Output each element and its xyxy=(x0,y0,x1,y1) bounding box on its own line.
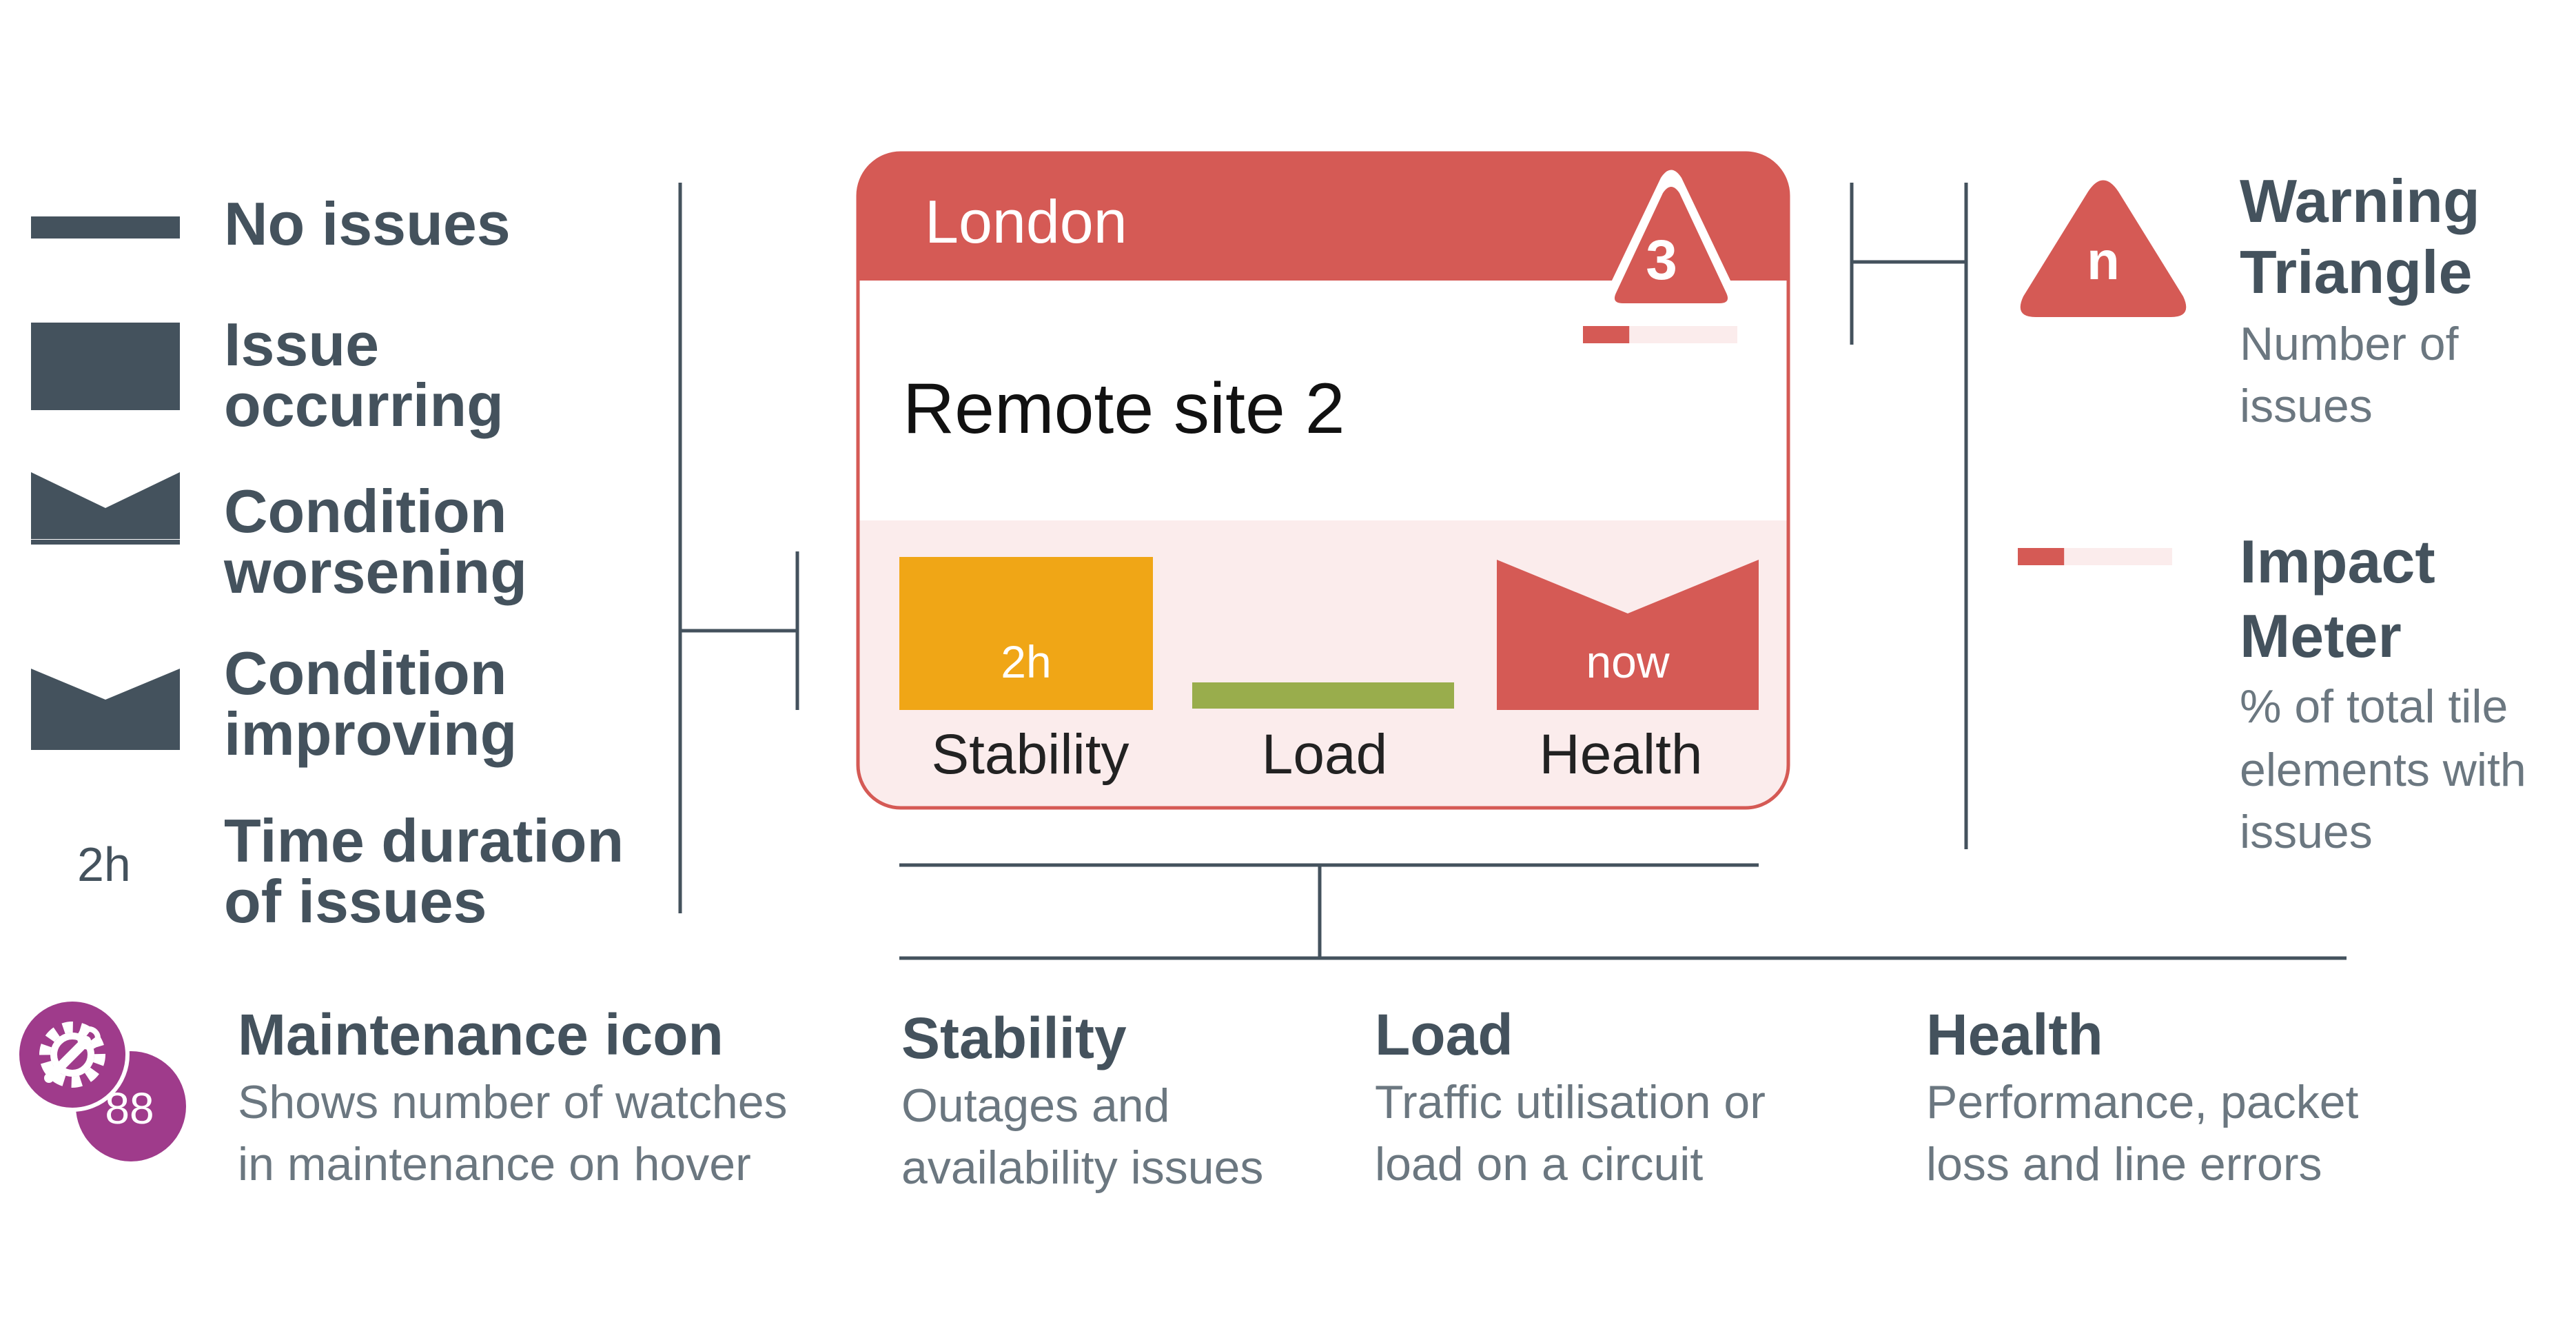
warning-triangle-legend: n Warning Triangle Number of issues xyxy=(2020,167,2480,432)
stability-desc-2: availability issues xyxy=(901,1141,1263,1194)
stability-metric-label: Stability xyxy=(931,723,1129,786)
health-metric-value: now xyxy=(1586,636,1669,687)
warning-desc-1: Number of xyxy=(2240,318,2459,370)
load-title: Load xyxy=(1375,1002,1513,1067)
legend-issue-occurring-label-1: Issue xyxy=(224,310,379,378)
impact-meter-legend: Impact Meter % of total tile elements wi… xyxy=(2018,527,2526,858)
condition-worsening-icon-shape xyxy=(31,540,180,545)
stability-desc-1: Outages and xyxy=(901,1079,1169,1132)
warning-title-2: Triangle xyxy=(2240,238,2472,306)
legend-condition-improving-label-1: Condition xyxy=(224,639,507,707)
stability-metric-bar[interactable] xyxy=(899,557,1153,710)
health-metric-label: Health xyxy=(1539,723,1702,786)
impact-title-1: Impact xyxy=(2240,527,2435,596)
tile-border xyxy=(856,151,1790,810)
maintenance-desc-1: Shows number of watches xyxy=(238,1076,788,1128)
stability-description: Stability Outages and availability issue… xyxy=(901,1006,1263,1194)
condition-improving-icon xyxy=(31,669,180,750)
load-metric-bar[interactable] xyxy=(1192,682,1454,709)
stability-title: Stability xyxy=(901,1006,1127,1070)
load-desc-1: Traffic utilisation or xyxy=(1375,1076,1766,1128)
condition-worsening-icon xyxy=(31,472,180,539)
health-description: Health Performance, packet loss and line… xyxy=(1926,1002,2359,1190)
legend-condition-worsening-label-1: Condition xyxy=(224,477,507,545)
legend-condition-worsening-label-2: worsening xyxy=(223,538,527,606)
legend-time-duration-label-2: of issues xyxy=(224,867,487,935)
maintenance-desc-2: in maintenance on hover xyxy=(238,1138,751,1190)
legend-no-issues-label: No issues xyxy=(224,190,511,258)
tile-impact-meter xyxy=(1583,326,1737,343)
load-metric-label: Load xyxy=(1262,723,1387,786)
warning-desc-2: issues xyxy=(2240,380,2373,432)
bottom-bracket xyxy=(899,863,2347,960)
gear-icon xyxy=(39,1022,105,1088)
right-bracket xyxy=(1850,183,1968,849)
maintenance-legend: 88 Maintenance icon Shows number of watc… xyxy=(15,997,788,1190)
impact-desc-3: issues xyxy=(2240,806,2373,858)
legend: No issues Issue occurring Condition wors… xyxy=(31,190,624,935)
site-tile[interactable]: London 3 Remote site 2 2h now Stability … xyxy=(856,151,1790,810)
impact-title-2: Meter xyxy=(2240,602,2402,670)
tile-impact-meter-fill xyxy=(1583,326,1630,343)
warning-count: 3 xyxy=(1646,229,1677,292)
load-description: Load Traffic utilisation or load on a ci… xyxy=(1375,1002,1766,1190)
health-desc-2: loss and line errors xyxy=(1926,1138,2322,1190)
impact-desc-2: elements with xyxy=(2240,744,2526,796)
warning-triangle-glyph: n xyxy=(2087,230,2120,291)
load-desc-2: load on a circuit xyxy=(1375,1138,1703,1190)
impact-meter-legend-fill xyxy=(2018,548,2065,565)
warning-triangle-legend-icon xyxy=(2020,180,2187,317)
legend-condition-improving-label-2: improving xyxy=(224,700,517,768)
legend-issue-occurring-label-2: occurring xyxy=(224,371,504,439)
warning-title-1: Warning xyxy=(2240,167,2480,235)
stability-metric-value: 2h xyxy=(1001,636,1051,687)
maintenance-title: Maintenance icon xyxy=(238,1002,724,1067)
legend-time-duration-label-1: Time duration xyxy=(224,806,624,875)
tile-site-name: Remote site 2 xyxy=(903,369,1345,449)
issue-occurring-icon xyxy=(31,323,180,410)
tile-location: London xyxy=(925,187,1127,256)
left-bracket xyxy=(678,183,799,913)
health-metric-bar[interactable] xyxy=(1497,560,1759,710)
impact-desc-1: % of total tile xyxy=(2240,680,2508,733)
time-duration-icon: 2h xyxy=(77,837,131,891)
health-title: Health xyxy=(1926,1002,2103,1067)
warning-triangle-icon[interactable]: 3 xyxy=(1602,170,1740,312)
health-desc-1: Performance, packet xyxy=(1926,1076,2359,1128)
no-issues-line-icon xyxy=(31,216,180,238)
